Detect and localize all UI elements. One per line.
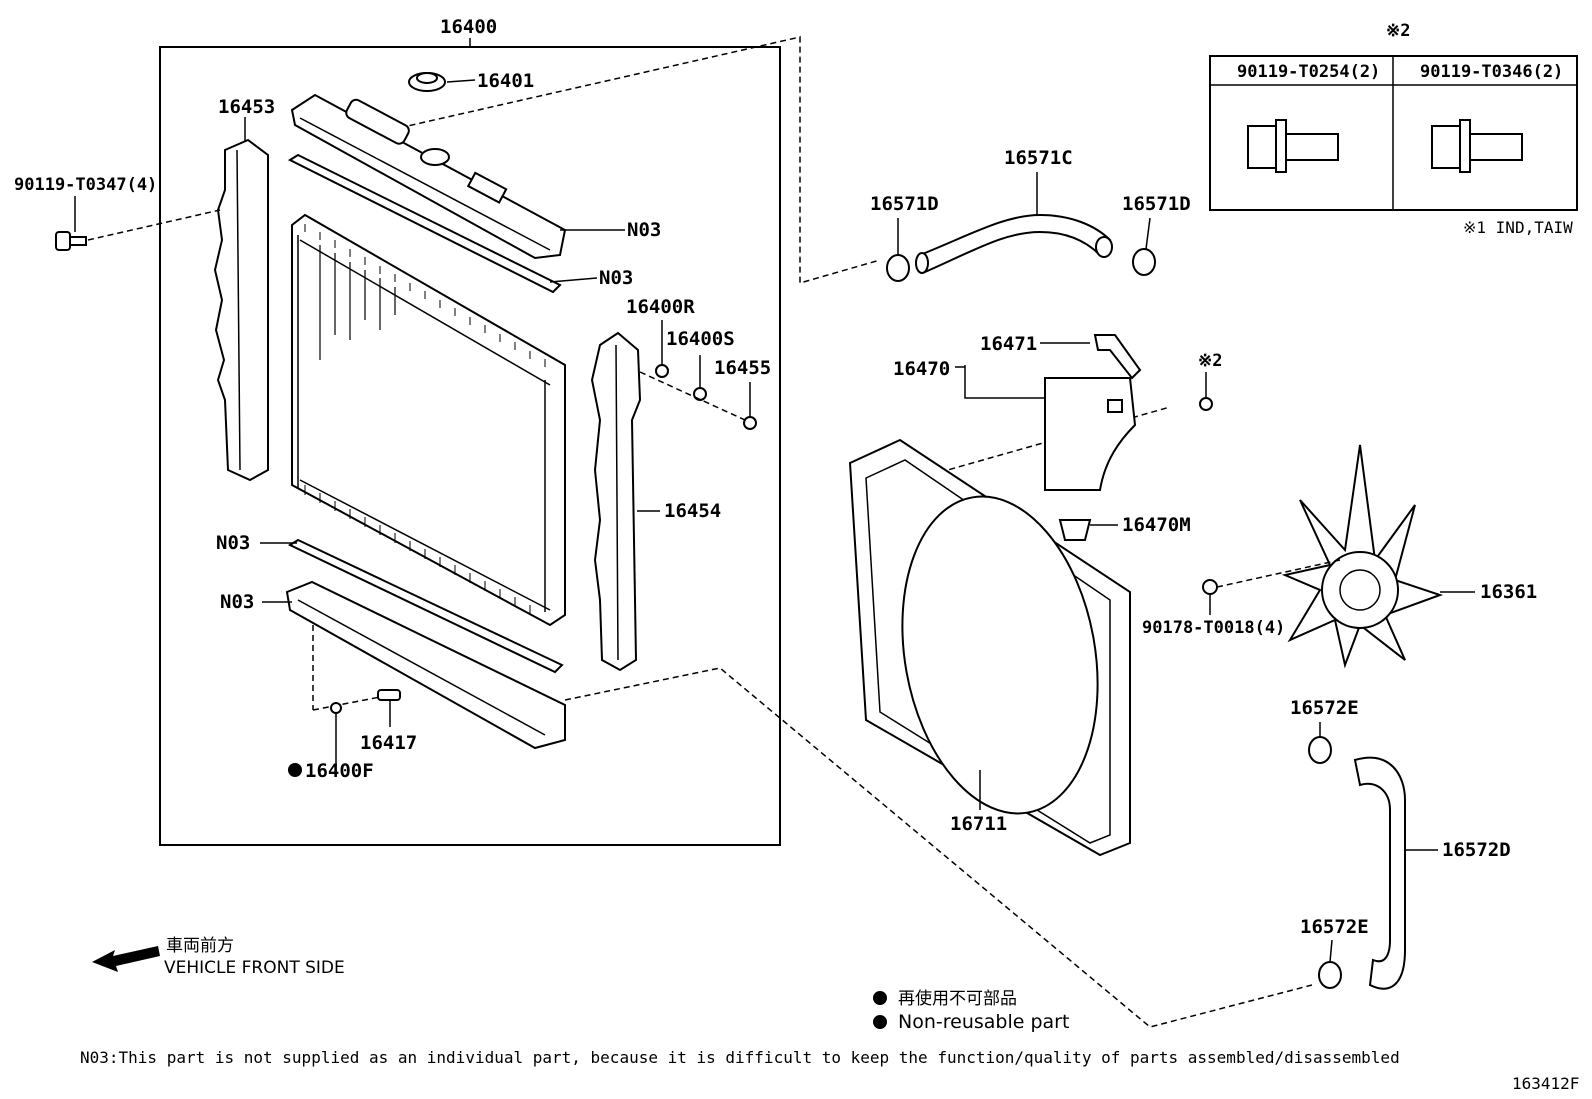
bolt-table-col2: 90119-T0346(2)	[1420, 62, 1563, 82]
label-16453: 16453	[218, 96, 275, 118]
nonreuse-en: Non-reusable part	[898, 1011, 1069, 1033]
drain-plug	[330, 702, 342, 714]
label-16572E-bottom: 16572E	[1300, 916, 1369, 938]
bolt-table	[1209, 55, 1578, 211]
label-16400R: 16400R	[626, 296, 695, 318]
reserve-hose	[1093, 334, 1142, 380]
fan-shroud	[848, 438, 1131, 857]
label-16470M: 16470M	[1122, 514, 1191, 536]
bolt-table-bolt-1	[1247, 119, 1339, 173]
screw-16455	[743, 382, 757, 430]
upper-hose	[915, 172, 1113, 274]
top-gasket	[287, 153, 562, 294]
label-16571C: 16571C	[1004, 147, 1073, 169]
label-mark-2: ※2	[1198, 351, 1222, 371]
drain-cock	[377, 689, 401, 727]
legend-dot-jp	[873, 991, 887, 1005]
cooling-fan	[1281, 444, 1475, 669]
label-16572E-top: 16572E	[1290, 697, 1359, 719]
lower-tank	[285, 580, 566, 750]
radiator-core	[291, 213, 566, 627]
label-n03-1: N03	[627, 219, 661, 241]
label-n03-4: N03	[220, 591, 254, 613]
bracket-r-nut	[655, 364, 669, 378]
reserve-tank-cap	[1058, 519, 1118, 541]
fan-nut	[1202, 559, 1341, 615]
non-reusable-dot	[288, 763, 302, 777]
label-16470: 16470	[893, 358, 950, 380]
bolt-table-mark: ※2	[1386, 21, 1410, 41]
upper-tank	[290, 93, 567, 260]
clamp-lower-bottom	[1318, 939, 1342, 989]
legend-dot-en	[873, 1015, 887, 1029]
nonreuse-jp: 再使用不可部品	[898, 988, 1017, 1009]
left-support	[213, 117, 269, 482]
label-16572D: 16572D	[1442, 839, 1511, 861]
label-16400F: 16400F	[305, 760, 374, 782]
label-bolt-left: 90119-T0347(4)	[14, 175, 157, 195]
clamp-upper-left	[886, 218, 910, 282]
label-n03-2: N03	[599, 267, 633, 289]
right-support	[590, 331, 642, 672]
clamp-lower-top	[1308, 722, 1332, 764]
figure-id: 163412F	[1512, 1074, 1579, 1093]
n03-note: N03:This part is not supplied as an indi…	[80, 1048, 1400, 1067]
left-bolt	[55, 196, 221, 251]
label-16361: 16361	[1480, 581, 1537, 603]
clamp-upper-right	[1132, 217, 1156, 276]
mark-2-bolt	[1199, 397, 1213, 411]
bottom-gasket	[287, 538, 564, 674]
label-16400S: 16400S	[666, 328, 735, 350]
label-n03-3: N03	[216, 532, 250, 554]
radiator-cap	[408, 72, 476, 92]
label-16711: 16711	[950, 813, 1007, 835]
front-side-jp: 車両前方	[166, 936, 234, 956]
label-16455: 16455	[714, 357, 771, 379]
bolt-table-col1: 90119-T0254(2)	[1237, 62, 1380, 82]
label-16571D-left: 16571D	[870, 193, 939, 215]
label-16417: 16417	[360, 732, 417, 754]
front-side-en: VEHICLE FRONT SIDE	[164, 958, 345, 978]
lower-hose	[1353, 756, 1438, 990]
label-16401: 16401	[477, 70, 534, 92]
label-16454: 16454	[664, 500, 721, 522]
bolt-table-footnote: ※1 IND,TAIW	[1463, 218, 1573, 237]
bolt-table-bolt-2	[1431, 119, 1523, 173]
label-fan-nut: 90178-T0018(4)	[1142, 618, 1285, 638]
label-16400: 16400	[440, 16, 497, 38]
label-16571D-right: 16571D	[1122, 193, 1191, 215]
label-16471: 16471	[980, 333, 1037, 355]
front-arrow-icon	[92, 946, 160, 972]
reserve-tank	[955, 342, 1137, 491]
